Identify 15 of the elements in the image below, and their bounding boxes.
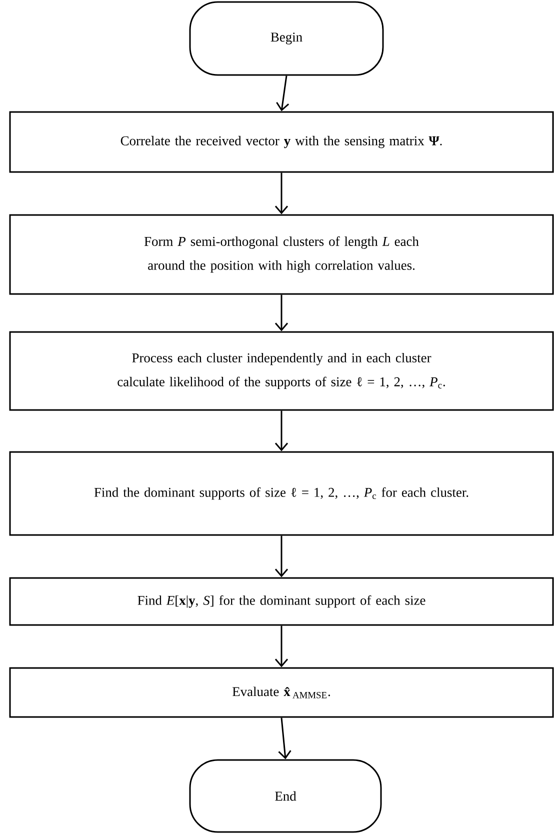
process-box: Correlate the received vector y with the sensing matrix Ψ. xyxy=(9,111,554,173)
process-box: Find the dominant supports of size ℓ = 1, 2, …, P$_{c}$ for each cluster. xyxy=(9,451,554,536)
terminal-box: Begin xyxy=(189,1,384,76)
arrow xyxy=(276,76,290,112)
arrow xyxy=(274,536,288,578)
arrow xyxy=(274,294,288,332)
arrow xyxy=(274,410,288,452)
process-box: Form P semi-orthogonal clusters of length L each around the position with high correlation values. xyxy=(9,214,554,295)
arrow xyxy=(274,172,288,214)
process-box: Find E[x|y, S] for the dominant support of each size xyxy=(9,577,554,626)
terminal-box: End xyxy=(189,759,382,833)
process-box: Evaluate x̂$_{AMMSE}$. xyxy=(9,667,554,718)
arrow xyxy=(274,626,288,668)
process-box: Process each cluster independently and in each cluster calculate likelihood of the supports of size ℓ = 1, 2, …, P$_{c}$. xyxy=(9,331,554,411)
arrow xyxy=(278,718,292,760)
